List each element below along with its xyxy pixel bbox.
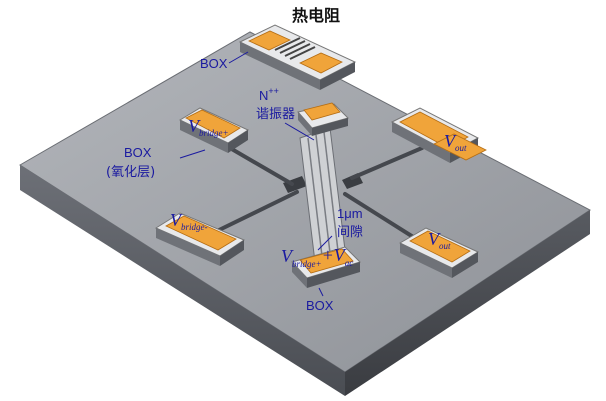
- pad-v-bridge-plus: [178, 107, 250, 153]
- label-v-center: Vbridge++Vac: [281, 245, 353, 269]
- label-gap-value: 1μm: [337, 206, 363, 221]
- leader-lines: [179, 51, 333, 297]
- thermistor-block: [238, 24, 357, 90]
- substrate: [19, 31, 591, 396]
- resonator-anchor-pad: [297, 102, 349, 136]
- pad-v-bridge-minus: [154, 212, 246, 266]
- pad-v-out-right: [390, 107, 487, 163]
- label-thermistor: 热电阻: [292, 6, 340, 25]
- label-resonator: 谐振器: [256, 107, 295, 122]
- label-v-out-lower: Vout: [428, 229, 451, 251]
- label-oxide-layer: (氧化层): [106, 165, 155, 180]
- label-gap: 间隙: [337, 225, 363, 240]
- pad-center-drive: [291, 246, 361, 288]
- label-n-plus: N++: [259, 86, 279, 103]
- label-box-oxide: BOX: [124, 145, 152, 160]
- signal-traces: [213, 146, 424, 242]
- label-v-bridge-top: Vbridge+: [188, 116, 229, 138]
- label-v-bridge-left: Vbridge-: [170, 210, 208, 232]
- label-box-bottom: BOX: [306, 298, 334, 313]
- label-v-out-right: Vout: [444, 131, 467, 153]
- pad-v-out-lower: [398, 227, 480, 278]
- label-box-top: BOX: [200, 56, 228, 71]
